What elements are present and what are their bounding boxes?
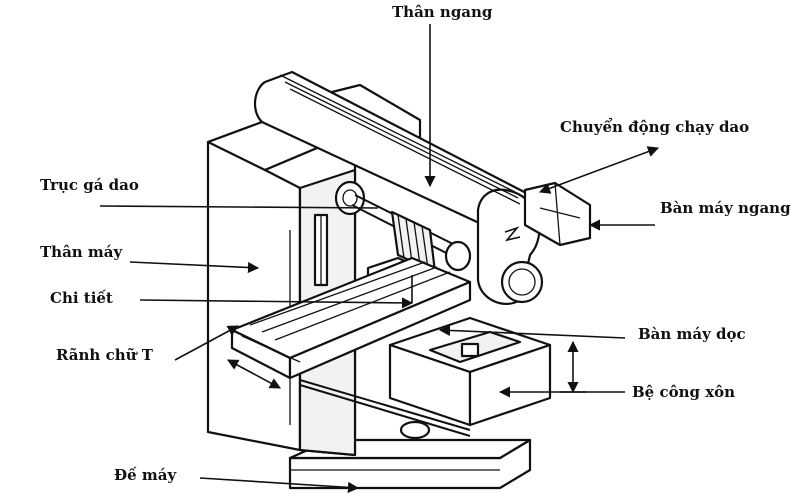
label-chi-tiet: Chi tiết	[50, 289, 113, 307]
label-truc-ga-dao: Trục gá dao	[40, 176, 139, 194]
label-de-may: Đế máy	[114, 466, 177, 484]
pointer-lines	[99, 24, 660, 493]
overarm	[253, 70, 544, 305]
label-chuyen-dong-chay-dao: Chuyển động chạy dao	[560, 118, 750, 136]
label-ranh-chu-t: Rãnh chữ T	[56, 346, 153, 364]
label-than-ngang: Thân ngang	[392, 3, 493, 21]
label-ban-may-ngang: Bàn máy ngang	[660, 199, 791, 217]
label-than-may: Thân máy	[40, 243, 123, 261]
arbor	[334, 180, 472, 272]
machine-column	[206, 106, 357, 457]
label-be-cong-xon: Bệ công xôn	[632, 383, 736, 401]
label-ban-may-doc: Bàn máy dọc	[638, 325, 746, 343]
knee	[299, 316, 552, 440]
